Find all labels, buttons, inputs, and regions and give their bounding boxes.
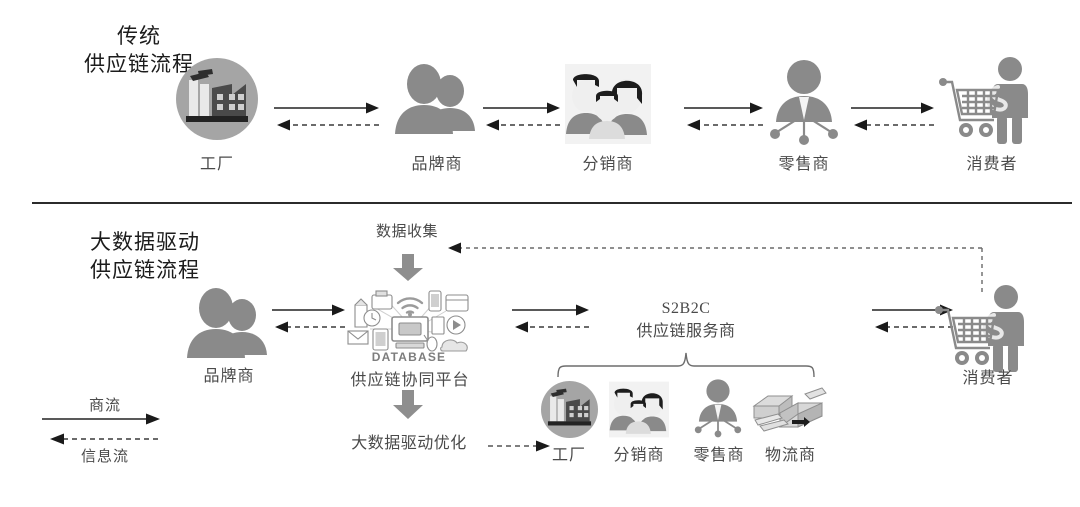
- shopping-cart-consumer-icon: [939, 56, 1032, 146]
- optimization-label: 大数据驱动优化: [351, 435, 467, 452]
- data-collection-label: 数据收集: [375, 224, 438, 240]
- shopping-cart-consumer-icon: [935, 284, 1028, 374]
- node-label-brand: 品牌商: [411, 156, 463, 173]
- two-people-icon: [395, 64, 478, 136]
- gray-down-arrow-icon: [392, 254, 424, 282]
- node-label-consumer-bigdata: 消费者: [962, 370, 1014, 387]
- bigdata-title-line2: 供应链流程: [90, 258, 200, 282]
- bigdata-title-line1: 大数据驱动: [90, 230, 200, 254]
- flow-arrow-brand-platform: [272, 300, 348, 336]
- legend-arrows: [40, 413, 170, 451]
- gray-down-arrow-icon: [392, 390, 424, 420]
- node-label-brand-bigdata: 品牌商: [203, 368, 255, 385]
- node-label-retailer: 零售商: [778, 156, 830, 173]
- flow-arrow-brand-distributor: [483, 98, 563, 134]
- node-label-distributor: 分销商: [582, 156, 634, 173]
- feedback-dotted-path: [445, 240, 993, 300]
- flow-arrow-optimization-members: [488, 436, 554, 456]
- flow-arrow-factory-brand: [274, 98, 382, 134]
- node-label-distributor-member: 分销商: [613, 447, 665, 464]
- retailer-person-icon: [766, 58, 842, 146]
- database-platform-icon: DATABASE: [346, 285, 472, 364]
- service-provider-line1: S2B2C: [661, 300, 711, 317]
- legend-dashed-label: 信息流: [80, 449, 129, 465]
- service-provider-line2: 供应链服务商: [636, 323, 736, 340]
- traditional-title-line1: 传统: [117, 24, 161, 48]
- traditional-section-title: 传统 供应链流程: [44, 22, 234, 78]
- node-label-factory: 工厂: [199, 156, 234, 173]
- node-label-logistics-member: 物流商: [764, 447, 816, 464]
- logistics-truck-icon: [752, 386, 828, 438]
- node-label-consumer: 消费者: [966, 156, 1018, 173]
- node-label-platform: 供应链协同平台: [350, 372, 470, 389]
- database-caption: DATABASE: [372, 350, 447, 364]
- node-label-retailer-member: 零售商: [693, 447, 745, 464]
- section-divider: [32, 202, 1072, 204]
- factory-icon: [541, 381, 598, 438]
- service-provider-label: S2B2C 供应链服务商: [600, 297, 772, 343]
- traditional-title-line2: 供应链流程: [84, 52, 194, 76]
- flow-arrow-platform-serviceprovider: [512, 300, 592, 336]
- bigdata-section-title: 大数据驱动 供应链流程: [40, 228, 250, 284]
- three-people-icon: [565, 64, 651, 144]
- two-people-icon: [187, 288, 270, 360]
- service-provider-brace: [552, 352, 820, 378]
- legend-solid-label: 商流: [88, 398, 121, 414]
- flow-arrow-distributor-retailer: [684, 98, 766, 134]
- node-label-factory-member: 工厂: [551, 447, 586, 464]
- factory-icon: [176, 58, 258, 140]
- retailer-person-icon: [692, 378, 744, 438]
- flow-arrow-retailer-consumer: [851, 98, 937, 134]
- three-people-icon: [609, 381, 669, 438]
